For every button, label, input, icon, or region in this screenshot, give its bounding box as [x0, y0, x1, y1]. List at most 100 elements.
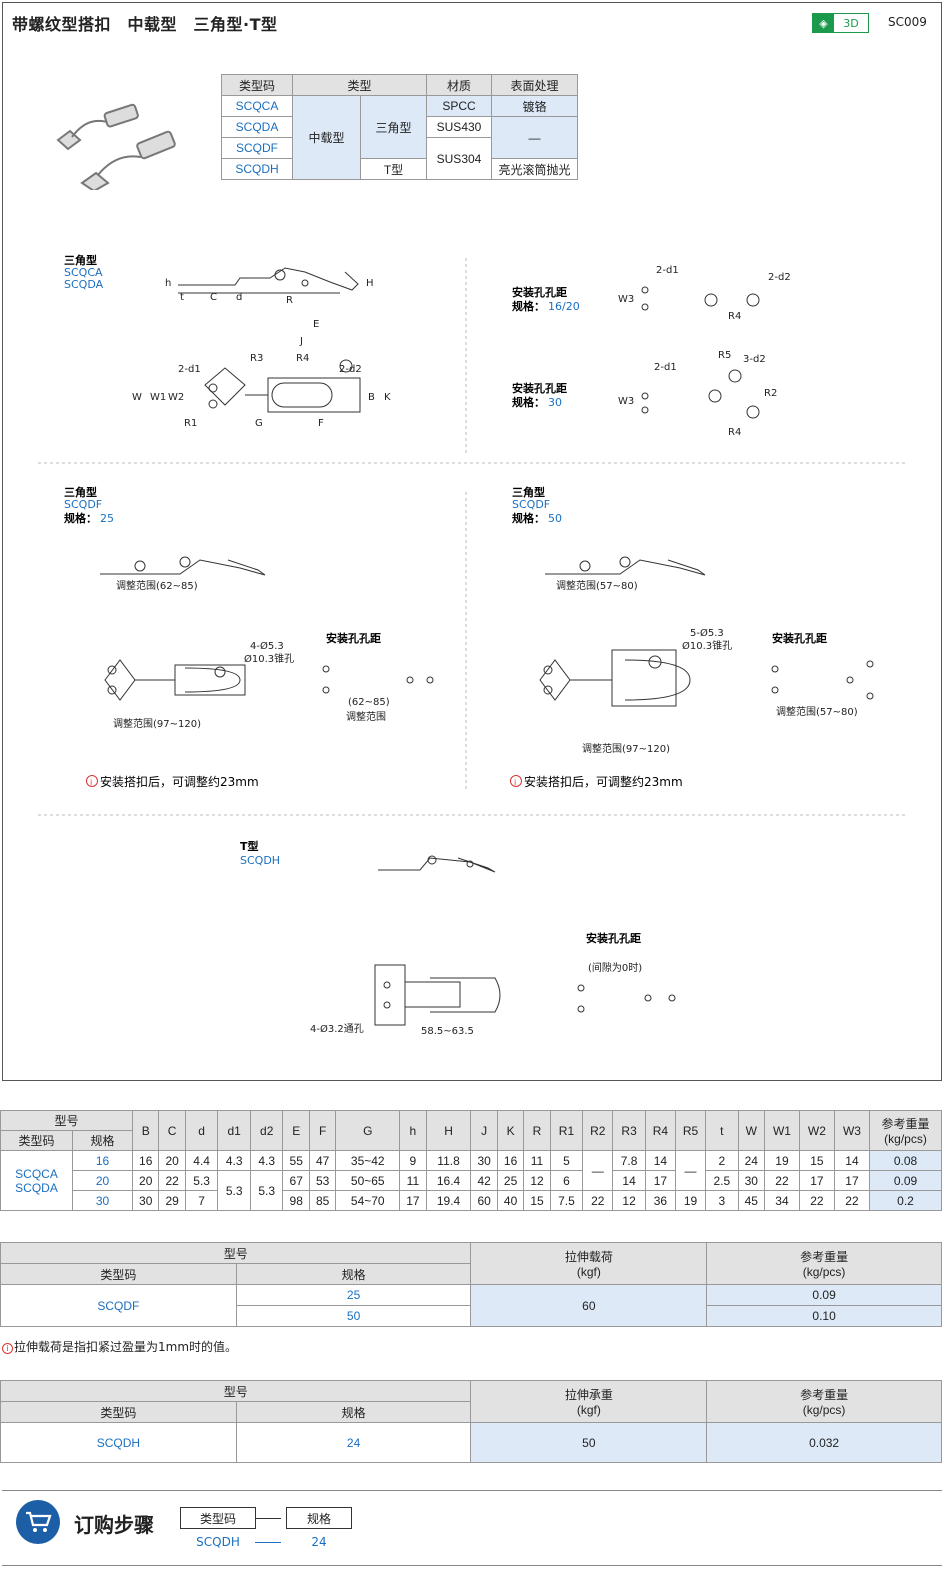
lbl: 安装孔孔距 [512, 381, 567, 395]
drawing-h-top [374, 964, 501, 1026]
dim: R4 [728, 311, 741, 322]
order-box-spec: 规格 [286, 1507, 352, 1529]
dimension-labels: E J R3 R4 2-d1 2-d2 W W1 W2 B K R1 G F h… [113, 265, 858, 1037]
st-cell: 30 [131, 1190, 160, 1211]
st-cell: 11 [399, 1170, 427, 1191]
st-head-model: 型号 [0, 1110, 133, 1131]
st-cell: 22 [798, 1190, 835, 1211]
photo-loop2 [97, 138, 169, 176]
th-head-load: 拉伸承重 (kgf) [470, 1380, 708, 1423]
st-cell: 6 [549, 1170, 584, 1191]
dim: R4 [728, 427, 741, 438]
st-weight: 0.09 [869, 1170, 942, 1191]
st-cell: 17 [833, 1170, 871, 1191]
mt-type-tri: 三角型 [360, 95, 427, 159]
lbl: 安装孔孔距 [586, 931, 641, 945]
st-head-type: 类型码 [0, 1130, 73, 1151]
st-cell: 16 [131, 1150, 160, 1171]
technical-drawings: 三角型 SCQCA SCQDA 安装孔孔距 规格： 16/20 安装孔孔距 规格… [38, 253, 905, 1037]
st-cell: 30 [470, 1150, 498, 1171]
st-codes: SCQCA SCQDA [0, 1150, 73, 1211]
dim: R5 [718, 350, 731, 361]
st-cell: 17 [644, 1170, 676, 1191]
st-cell: 50~65 [335, 1170, 401, 1191]
tf-code: SCQDF [0, 1284, 237, 1327]
st-cell: 14 [612, 1170, 646, 1191]
lbl: SCQCA [64, 266, 103, 279]
cart-icon [16, 1500, 60, 1544]
st-col: E [282, 1110, 310, 1151]
st-cell: 7.5 [549, 1190, 584, 1211]
drawing-h-side [378, 855, 496, 873]
dim: d [236, 292, 242, 303]
order-val-connector [255, 1542, 281, 1543]
info-icon: i [514, 778, 516, 787]
cube-icon: ◈ [813, 14, 834, 32]
st-cell: 5 [549, 1150, 584, 1171]
spec-table: 型号 B C d d1 d2 E F G h H J K R R1 R2 R3 … [0, 1110, 942, 1211]
dim: 2-d1 [178, 364, 201, 375]
lbl: 16/20 [548, 300, 580, 313]
dim: W3 [618, 294, 634, 305]
product-code: SC009 [888, 15, 927, 29]
st-cell: 4.3 [249, 1150, 284, 1171]
drawing-f50-side [545, 556, 706, 576]
st-cell: 29 [158, 1190, 186, 1211]
dim: E [313, 319, 319, 330]
hole-pattern-f50 [771, 660, 874, 700]
st-cell: 5.3 [217, 1170, 251, 1211]
st-col: W1 [764, 1110, 800, 1151]
st-head-weight: 参考重量 (kg/pcs) [869, 1110, 942, 1151]
lbl: 规格： [512, 511, 545, 525]
mt-head-finish: 表面处理 [491, 74, 578, 96]
st-cell: 11.8 [425, 1150, 472, 1171]
lbl: 25 [100, 512, 114, 525]
info-icon [86, 775, 98, 787]
st-cell: 17 [798, 1170, 835, 1191]
dim: Ø10.3锥孔 [244, 653, 294, 665]
dim: C [210, 292, 217, 303]
photo-lever [103, 103, 139, 128]
lbl: 50 [548, 512, 562, 525]
st-cell: 98 [282, 1190, 310, 1211]
st-col: R3 [612, 1110, 646, 1151]
dim: 4-Ø3.2通孔 [310, 1023, 364, 1035]
st-cell: 14 [644, 1150, 676, 1171]
st-head-spec: 规格 [72, 1130, 133, 1151]
dim: W2 [168, 392, 184, 403]
st-col: W [737, 1110, 766, 1151]
lbl: SCQDA [64, 278, 104, 291]
st-cell: 17 [399, 1190, 427, 1211]
dim: B [368, 392, 375, 403]
dim: Ø10.3锥孔 [682, 640, 732, 652]
dim: 调整范围(62~85) [116, 579, 198, 592]
st-cell: 2 [705, 1150, 739, 1171]
dim: 调整范围(97~120) [582, 742, 670, 755]
st-cell: 54~70 [335, 1190, 401, 1211]
mt-load-type: 中载型 [292, 95, 361, 180]
dim: 调整范围(57~80) [556, 579, 638, 592]
dim: R3 [250, 353, 263, 364]
order-box-type: 类型码 [180, 1507, 256, 1529]
st-col: t [705, 1110, 739, 1151]
dim: 调整范围(97~120) [113, 717, 201, 730]
st-cell: 7 [184, 1190, 219, 1211]
section-labels: 三角型 SCQCA SCQDA 安装孔孔距 规格： 16/20 安装孔孔距 规格… [64, 253, 827, 945]
th-spec: 24 [235, 1422, 472, 1463]
st-cell: 34 [764, 1190, 800, 1211]
st-weight: 0.08 [869, 1150, 942, 1171]
st-cell: 53 [308, 1170, 337, 1191]
st-cell: 19.4 [425, 1190, 472, 1211]
th-head-model: 型号 [0, 1380, 472, 1402]
st-cell: 5.3 [249, 1170, 284, 1211]
lbl: SCQDF [512, 498, 550, 511]
st-col: W3 [833, 1110, 871, 1151]
st-col: W2 [798, 1110, 835, 1151]
lbl: 安装孔孔距 [326, 631, 381, 645]
th-weight: 0.032 [706, 1422, 942, 1463]
dim: 调整范围 [346, 710, 386, 723]
3d-label: 3D [843, 16, 859, 30]
tf-spec: 25 [235, 1284, 472, 1306]
3d-badge[interactable]: ◈ 3D [812, 13, 869, 33]
